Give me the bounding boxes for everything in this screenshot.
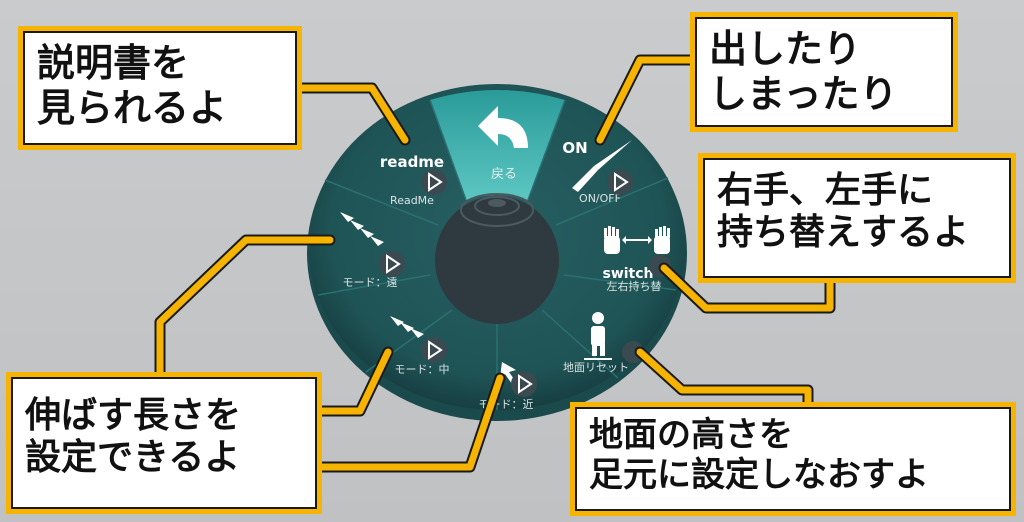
callout-readme: 説明書を 見られるよ [18, 26, 302, 150]
mode-mid-play-icon[interactable] [421, 337, 447, 363]
callout-ground-height: 地面の高さを 足元に設定しなおすよ [570, 402, 1016, 516]
leader-lines [154, 54, 836, 473]
callout-switch-hand: 右手、左手に 持ち替えするよ [698, 153, 1016, 283]
mode-mid-arrows-icon [390, 316, 424, 338]
readme-title: readme [380, 153, 444, 171]
center-hub[interactable] [435, 196, 559, 324]
hub-ring-icon [474, 196, 520, 216]
knife-icon [572, 140, 632, 192]
onoff-play-icon[interactable] [607, 169, 633, 195]
back-label: 戻る [491, 167, 517, 182]
callout-line: 伸ばす長さを [25, 395, 242, 436]
back-arrow-icon [478, 106, 528, 148]
mode-far-arrows-icon [340, 212, 384, 246]
mode-far-label: モード：遠 [343, 276, 398, 289]
onoff-label: ON/OFF [579, 192, 621, 205]
callout-line: 地面の高さを [589, 415, 793, 455]
callout-line: 足元に設定しなおすよ [589, 455, 929, 496]
mode-mid-label: モード：中 [395, 363, 450, 376]
readme-label: ReadMe [390, 194, 434, 207]
callout-line: 見られるよ [37, 85, 228, 130]
hands-icon [604, 226, 670, 254]
ground-reset-label: 地面リセット [563, 361, 629, 374]
callout-line: 持ち替えするよ [717, 212, 970, 254]
callout-extend-length: 伸ばす長さを 設定できるよ [6, 372, 322, 514]
callout-line: 出したり [709, 27, 862, 71]
callout-line: 右手、左手に [717, 170, 934, 211]
callout-toggle: 出したり しまったり [690, 12, 958, 132]
person-icon [584, 312, 612, 360]
readme-play-icon[interactable] [421, 169, 447, 195]
mode-far-play-icon[interactable] [379, 251, 405, 277]
hub-ring-icon [460, 193, 534, 227]
hub-ring-icon [488, 199, 506, 207]
switch-title: switch [602, 266, 653, 282]
callout-line: 設定できるよ [25, 437, 241, 479]
mode-near-play-icon[interactable] [511, 371, 537, 397]
callout-line: しまったり [709, 71, 898, 116]
mode-near-arrow-icon [500, 362, 516, 384]
callout-line: 説明書を [37, 41, 190, 85]
onoff-title: ON [562, 139, 587, 157]
switch-label: 左右持ち替 [607, 279, 662, 293]
